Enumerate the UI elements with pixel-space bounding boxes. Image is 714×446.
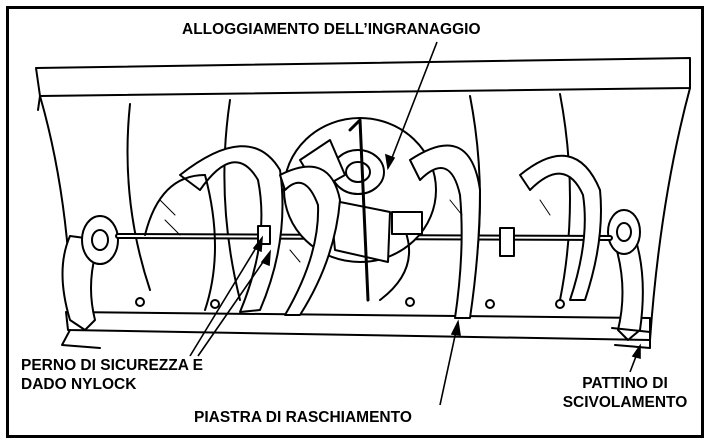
- skid-shoe-label: PATTINO DI SCIVOLAMENTO: [548, 374, 702, 412]
- scraper-plate-label: PIASTRA DI RASCHIAMENTO: [194, 409, 412, 426]
- shear-pin-label-line2: DADO NYLOCK: [21, 376, 137, 393]
- skid-shoe-label-line1: PATTINO DI: [582, 375, 668, 392]
- shear-pin-label-line1: PERNO DI SICUREZZA E: [21, 357, 203, 374]
- skid-shoe-label-line2: SCIVOLAMENTO: [562, 394, 688, 411]
- shear-pin-label: PERNO DI SICUREZZA E DADO NYLOCK: [21, 356, 203, 394]
- gear-housing-label: ALLOGGIAMENTO DELL’INGRANAGGIO: [182, 21, 481, 38]
